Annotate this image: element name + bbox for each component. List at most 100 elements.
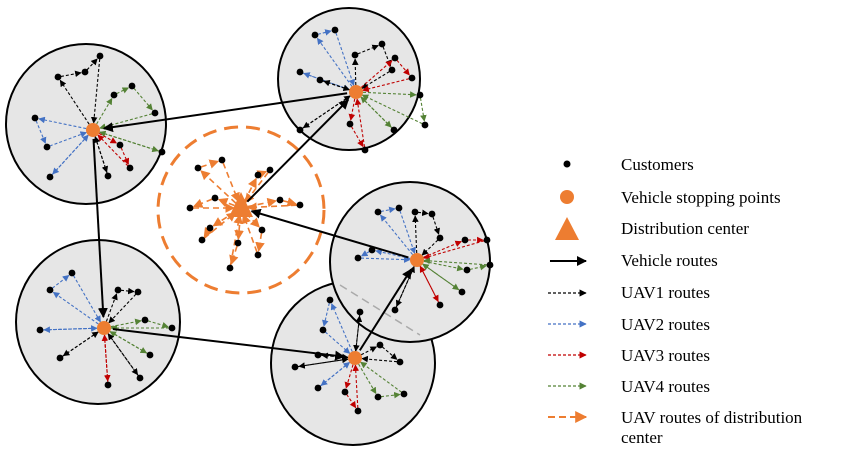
customer-dot	[486, 261, 494, 269]
uav1-route	[381, 346, 398, 360]
uav4-route	[360, 96, 393, 129]
customer-dot	[134, 288, 142, 296]
customer-dot	[436, 234, 444, 242]
uav2-route	[317, 29, 332, 36]
dc-service-area	[156, 125, 326, 295]
uav1-route	[360, 346, 378, 356]
customer-dot	[326, 296, 334, 304]
customer-dot	[254, 171, 262, 179]
cluster-region	[5, 43, 167, 205]
customers	[31, 26, 494, 415]
uav2-route	[335, 32, 355, 86]
customer-dot	[81, 68, 89, 76]
customer-dot	[234, 239, 242, 247]
uav4-route	[360, 361, 402, 393]
customer-dot	[114, 286, 122, 294]
uav1-route	[93, 136, 108, 174]
uav1-route	[60, 70, 82, 78]
uav3-route	[103, 334, 111, 382]
uav1-route	[353, 314, 361, 352]
vehicle-routes	[92, 92, 412, 361]
vehicle-stopping-point	[410, 253, 424, 267]
customer-dot	[43, 143, 51, 151]
customer-dot	[395, 204, 403, 212]
vehicle-stopping-point	[349, 85, 363, 99]
uav4-route	[361, 94, 423, 125]
uav4-route	[362, 91, 417, 98]
uav3-route	[362, 78, 410, 93]
customer-dot	[194, 164, 202, 172]
uav2-route	[380, 206, 396, 214]
overlap-dash-line	[339, 284, 421, 336]
customer-dot	[416, 91, 424, 99]
uav2-route	[49, 131, 88, 147]
vehicle-route	[102, 92, 348, 133]
vehicle-stopping-point	[97, 321, 111, 335]
customer-dot	[291, 363, 299, 371]
customer-dot	[296, 126, 304, 134]
uav1-route	[412, 215, 419, 254]
customer-dot	[351, 51, 359, 59]
customer-dot	[458, 288, 466, 296]
uav2-route	[302, 72, 351, 91]
uav1-route	[86, 58, 98, 71]
customer-dot	[266, 166, 274, 174]
legend-uav-dc-routes: UAV routes of distribution	[621, 408, 803, 427]
customer-dot	[68, 269, 76, 277]
cluster-region	[329, 181, 491, 343]
customer-dot	[411, 208, 419, 216]
customer-dot	[296, 201, 304, 209]
customer-dot	[319, 326, 327, 334]
customer-dot	[186, 204, 194, 212]
uav2-route	[303, 72, 350, 91]
customer-dot	[46, 173, 54, 181]
customer-dot	[374, 208, 382, 216]
uav2-route	[360, 256, 411, 263]
uav-dc-route	[244, 171, 269, 204]
legend-customers: Customers	[621, 155, 694, 174]
customer-dot	[296, 68, 304, 76]
uav3-route	[396, 59, 410, 76]
uav-dc-route	[200, 170, 237, 204]
legend-vehicle-stopping-points: Vehicle stopping points	[621, 188, 781, 207]
uav3-route	[101, 334, 109, 383]
uav-dc-route	[255, 232, 265, 252]
customer-dot	[461, 236, 469, 244]
uav1-route	[107, 333, 139, 376]
uav3-route	[351, 126, 364, 148]
legend-uav3-routes: UAV3 routes	[621, 346, 710, 365]
uav4-route	[109, 331, 148, 354]
customer-dot	[56, 354, 64, 362]
customer-dot	[376, 341, 384, 349]
uav3-route	[98, 132, 118, 144]
vehicle-stopping-points	[86, 85, 424, 365]
uav1-route	[361, 355, 398, 363]
uav4-route	[116, 87, 130, 95]
uav-dc-route	[229, 245, 239, 266]
customer-dot	[346, 120, 354, 128]
uav1-route	[417, 209, 429, 217]
uav2-route	[360, 250, 370, 257]
uav4-route	[423, 260, 464, 272]
customer-dot	[354, 254, 362, 262]
customer-dot	[226, 264, 234, 272]
uav1-route	[432, 216, 440, 235]
customer-dot	[158, 148, 166, 156]
orange-triangle-icon	[555, 217, 579, 240]
uav3-route	[352, 364, 360, 409]
customer-dot	[36, 326, 44, 334]
vehicle-route	[92, 138, 108, 319]
customer-dot	[96, 52, 104, 60]
cluster-region	[15, 239, 181, 405]
legend: Customers Vehicle stopping points Distri…	[548, 155, 803, 447]
distribution-center	[229, 192, 253, 217]
legend-uav-dc-routes-cont: center	[621, 428, 663, 447]
uav2-route	[38, 116, 87, 130]
customer-dot	[378, 40, 386, 48]
legend-vehicle-routes: Vehicle routes	[621, 251, 718, 270]
customer-dot	[436, 301, 444, 309]
customer-dot	[104, 381, 112, 389]
uav2-route	[52, 275, 70, 289]
orange-circle-icon	[560, 190, 574, 204]
